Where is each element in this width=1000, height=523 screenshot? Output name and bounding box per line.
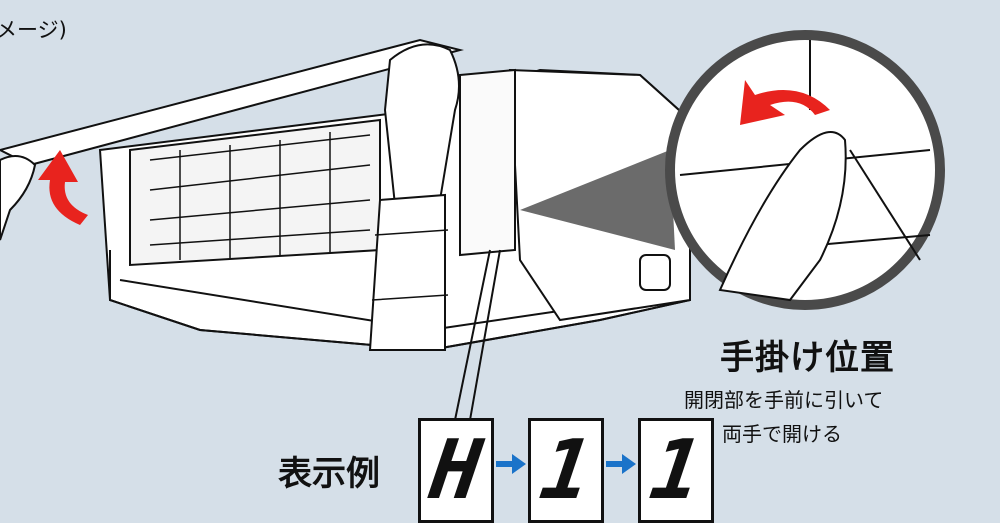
top-caption: メージ) <box>0 18 67 42</box>
magnifier-instruction-2: 両手で開ける <box>722 422 842 446</box>
lcd-digit-2-value: 1 <box>534 423 598 518</box>
lcd-digit-1-value: H <box>424 423 488 518</box>
magnifier-circle <box>665 30 945 310</box>
magnifier-beam <box>520 150 675 250</box>
hand-center <box>368 43 460 351</box>
lcd-digit-1: H <box>418 418 494 523</box>
magnifier-title: 手掛け位置 <box>720 338 895 378</box>
magnifier-instruction-1: 開閉部を手前に引いて <box>684 388 884 412</box>
blue-right-arrow-icon <box>606 454 636 474</box>
red-curved-arrow-icon <box>38 150 88 225</box>
red-curved-arrow-icon <box>740 80 830 125</box>
lcd-digit-2: 1 <box>528 418 604 523</box>
display-example-label: 表示例 <box>278 454 380 494</box>
blue-right-arrow-icon <box>496 454 526 474</box>
lcd-digit-3: 1 <box>638 418 714 523</box>
hand-left <box>0 155 37 241</box>
pointer-line <box>454 249 501 421</box>
lcd-digit-3-value: 1 <box>644 423 708 518</box>
